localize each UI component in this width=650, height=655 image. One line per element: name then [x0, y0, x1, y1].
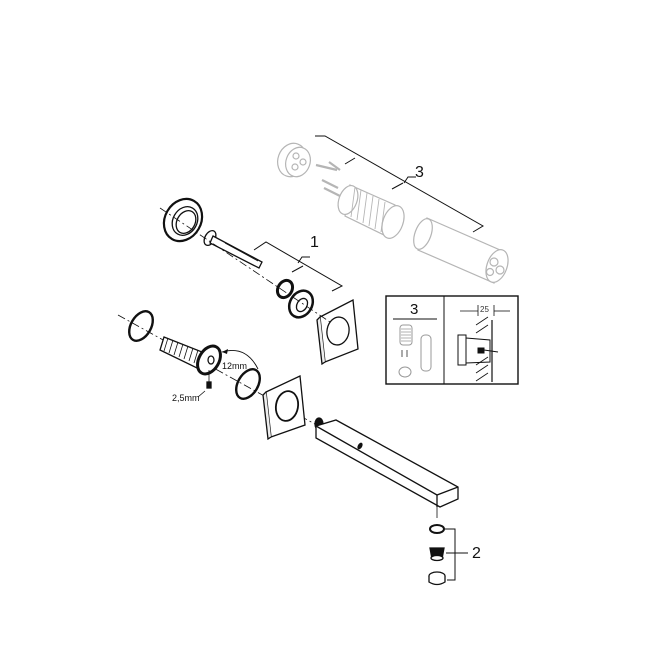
wrench-size-label: 12mm — [222, 361, 248, 371]
inset-depth-label: 25 — [480, 305, 489, 314]
concealed-body-faded — [277, 142, 509, 284]
callout-1-bracket — [253, 241, 344, 292]
callout-1-label: 1 — [310, 234, 319, 251]
cartridge-disc — [277, 142, 311, 178]
small-o-ring — [275, 278, 295, 300]
hex-key-leader — [197, 390, 206, 398]
aerator-housing — [428, 571, 446, 586]
o-ring-left — [128, 310, 154, 342]
inset-box — [385, 295, 519, 385]
callout-3-bracket — [315, 135, 484, 233]
hex-key-size-label: 2,5mm — [172, 393, 200, 403]
callout-3-label: 3 — [415, 164, 424, 181]
mounting-assembly — [117, 310, 459, 518]
aerator-seal — [429, 524, 445, 534]
square-escutcheon-lower — [262, 375, 306, 441]
screws — [315, 161, 341, 197]
threaded-stud — [159, 336, 222, 376]
aerator-insert — [429, 547, 445, 562]
axis-line-upper — [159, 207, 331, 323]
handle-set — [162, 197, 359, 366]
inset-part-3-label: 3 — [410, 301, 419, 318]
body-cylinder — [413, 217, 509, 284]
callout-2-bracket — [445, 528, 468, 581]
callout-2-label: 2 — [472, 545, 481, 562]
aerator-set — [428, 524, 446, 586]
square-escutcheon-upper — [316, 298, 359, 366]
handle-nut — [162, 197, 204, 243]
spout — [314, 417, 459, 508]
hex-key — [206, 381, 212, 389]
washer — [287, 289, 315, 319]
o-ring-right — [235, 368, 261, 400]
threaded-sleeve — [337, 184, 405, 239]
lever-spindle — [203, 229, 263, 269]
